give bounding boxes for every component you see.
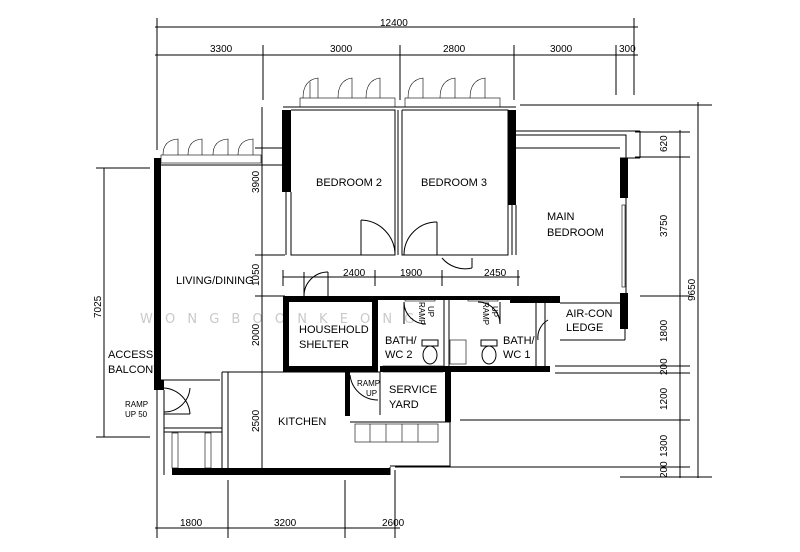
dim-right-6: 1300 xyxy=(659,434,670,457)
dim-left-2: 1050 xyxy=(251,263,262,286)
dim-bottom-1: 1800 xyxy=(180,518,203,529)
dim-right-5: 1200 xyxy=(659,387,670,410)
dim-left-3: 2000 xyxy=(251,323,262,346)
label-kitchen: KITCHEN xyxy=(278,416,326,428)
dim-right-2: 3750 xyxy=(659,214,670,237)
label-ramp-wc1-line1: RAMP xyxy=(481,302,490,325)
label-main-bedroom-line1: MAIN xyxy=(547,211,575,223)
label-living-dining: LIVING/DINING xyxy=(176,275,254,287)
door-threshold xyxy=(382,365,444,373)
dim-right-3: 1800 xyxy=(659,319,670,342)
dim-top-3: 2800 xyxy=(443,44,466,55)
dim-bottom-2: 3200 xyxy=(274,518,297,529)
dim-right-7: 200 xyxy=(659,461,670,478)
label-bath-wc1-line2: WC 1 xyxy=(503,349,531,361)
label-ramp-wc2-line2: UP xyxy=(426,306,435,317)
dim-top-2: 3000 xyxy=(330,44,353,55)
dim-top-1: 3300 xyxy=(210,44,233,55)
label-bath-wc1-line1: BATH/ xyxy=(503,335,536,347)
label-access-balcony-line1: ACCESS xyxy=(108,349,153,361)
dim-right-4: 200 xyxy=(659,358,670,375)
room-labels: BEDROOM 2 BEDROOM 3 MAIN BEDROOM LIVING/… xyxy=(108,177,613,428)
dim-bottom-3: 2600 xyxy=(382,518,405,529)
label-bedroom-3: BEDROOM 3 xyxy=(421,177,487,189)
dim-right-1: 620 xyxy=(659,135,670,152)
label-aircon-ledge-line1: AIR-CON xyxy=(566,308,613,320)
dim-right-total: 9650 xyxy=(687,278,698,301)
label-ramp-balcony-line2: UP 50 xyxy=(125,410,148,419)
label-ramp-wc2-line1: RAMP xyxy=(417,302,426,325)
fixtures xyxy=(382,339,498,373)
watermark: W O N G B O O N K E O N G xyxy=(140,312,418,327)
dim-top-total: 12400 xyxy=(380,18,408,29)
windows xyxy=(160,77,501,164)
label-access-balcony-line2: BALCONY xyxy=(108,364,161,376)
label-ramp-balcony-line1: RAMP xyxy=(125,400,148,409)
dimension-lines xyxy=(96,18,712,538)
label-bedroom-2: BEDROOM 2 xyxy=(316,177,382,189)
toilet-icon-wc1 xyxy=(480,339,498,365)
toilet-icon-wc2 xyxy=(421,339,439,365)
label-main-bedroom-line2: BEDROOM xyxy=(547,227,604,239)
dim-interior-3: 2450 xyxy=(484,268,507,279)
label-ramp-wc1-line2: UP xyxy=(490,306,499,317)
dimension-labels: 12400 3300 3000 2800 3000 300 2400 1900 … xyxy=(93,18,698,529)
label-household-shelter-line2: SHELTER xyxy=(299,339,349,351)
dim-left-1: 3900 xyxy=(251,170,262,193)
label-bath-wc2-line2: WC 2 xyxy=(385,349,413,361)
dim-left-4: 2500 xyxy=(251,409,262,432)
dim-top-4: 3000 xyxy=(550,44,573,55)
dim-interior-1: 2400 xyxy=(343,268,366,279)
dim-top-5: 300 xyxy=(619,44,636,55)
label-ramp-service-line1: RAMP xyxy=(357,379,380,388)
dim-interior-2: 1900 xyxy=(400,268,423,279)
label-ramp-service-line2: UP xyxy=(366,389,377,398)
dim-left-total: 7025 xyxy=(93,295,104,318)
ramp-labels: RAMP UP RAMP UP 50 RAMP UP RAMP UP xyxy=(125,302,499,419)
doors xyxy=(163,219,549,415)
label-household-shelter-line1: HOUSEHOLD xyxy=(299,324,369,336)
label-bath-wc2-line1: BATH/ xyxy=(385,335,418,347)
label-aircon-ledge-line2: LEDGE xyxy=(566,322,603,334)
label-service-yard-line1: SERVICE xyxy=(389,384,437,396)
label-service-yard-line2: YARD xyxy=(389,399,419,411)
